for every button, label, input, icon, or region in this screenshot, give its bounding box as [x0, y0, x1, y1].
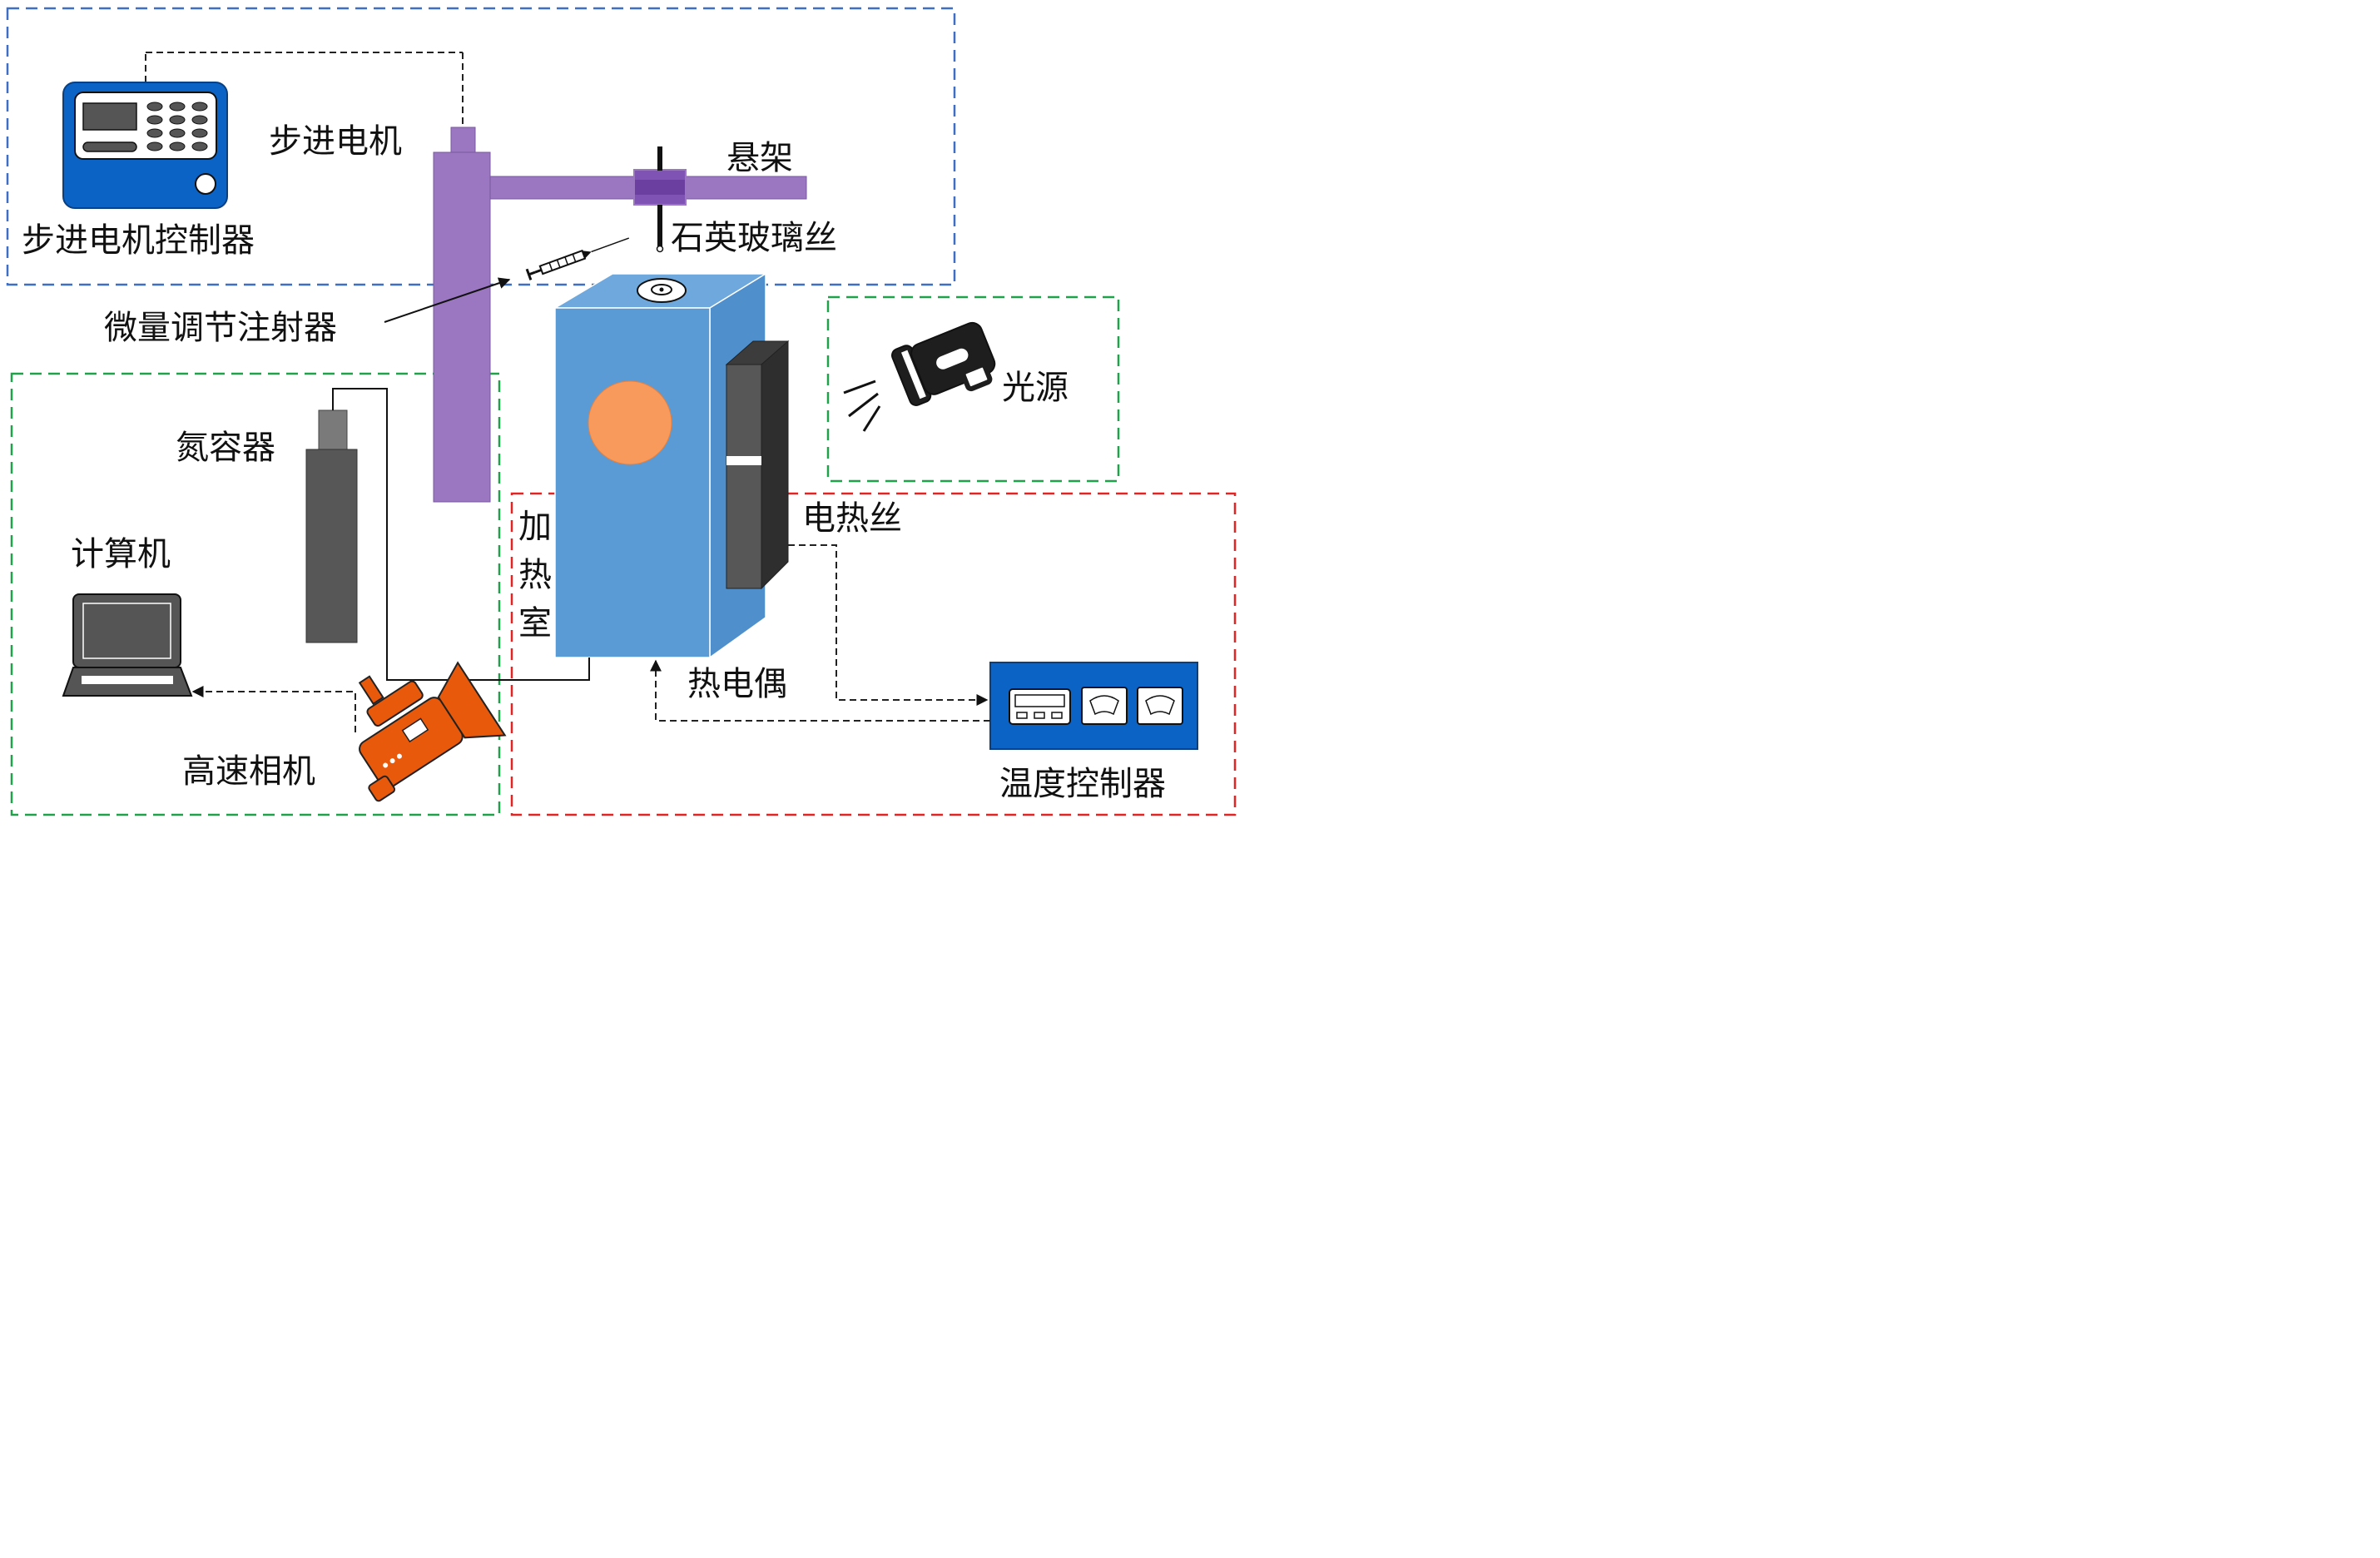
- nitrogen-container-label: 氮容器: [176, 429, 275, 467]
- motor-control-region: [6, 7, 956, 286]
- quartz-fiber-label: 石英玻璃丝: [671, 219, 837, 257]
- heating-wire-label: 电热丝: [802, 499, 902, 538]
- suspension-frame-label: 悬架: [726, 139, 793, 177]
- keypad-controller-icon: [62, 52, 464, 209]
- controller-to-thermocouple-link: [650, 659, 990, 722]
- stepper-motor-stand: [433, 127, 807, 503]
- micro-syringe-label: 微量调节注射器: [104, 309, 337, 347]
- heating-chamber-label: 加热室: [518, 508, 552, 643]
- syringe-icon: [525, 237, 630, 280]
- light-source-label: 光源: [1002, 369, 1069, 407]
- heating-wire-element: [725, 340, 790, 590]
- flashlight-icon: [843, 321, 996, 432]
- gas-cylinder-icon: [305, 388, 590, 681]
- syringe-pointer-line: [384, 277, 511, 323]
- video-camera-icon: [358, 661, 507, 802]
- thermocouple-label: 热电偶: [687, 665, 787, 703]
- observation-window: [588, 380, 672, 465]
- stepper-motor-controller-label: 步进电机控制器: [22, 221, 255, 260]
- camera-to-computer-link: [191, 686, 356, 732]
- quartz-fiber: [656, 146, 664, 253]
- temperature-controller-icon: [989, 662, 1198, 750]
- stepper-motor-label: 步进电机: [269, 122, 402, 161]
- imaging-region: [10, 372, 501, 816]
- high-speed-camera-label: 高速相机: [182, 752, 315, 791]
- temperature-control-region: [510, 492, 1237, 816]
- computer-label: 计算机: [71, 535, 171, 573]
- temperature-controller-label: 温度控制器: [999, 765, 1166, 803]
- laptop-icon: [62, 593, 193, 697]
- experimental-setup-diagram: [6, 7, 1237, 816]
- heater-to-controller-link: [788, 544, 989, 706]
